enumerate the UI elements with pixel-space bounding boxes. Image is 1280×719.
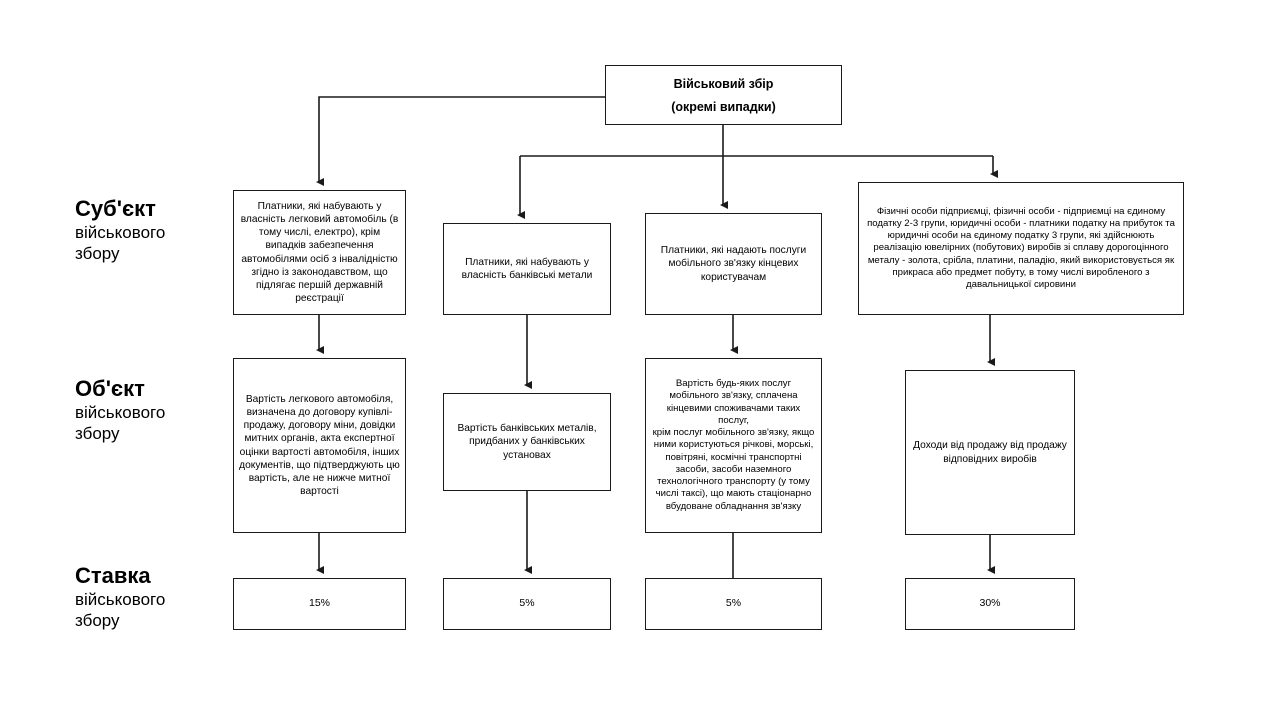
root-node: Військовий збір (окремі випадки) [605,65,842,125]
row-label-subject: Суб'єкт військового збору [75,196,245,264]
row-label-object: Об'єкт військового збору [75,376,245,444]
row-label-rate-heading: Ставка [75,563,151,588]
row-label-object-sub: військового збору [75,402,166,443]
subject-box-2: Платники, які набувають у власність банк… [443,223,611,315]
object-box-3: Вартість будь-яких послуг мобільного зв'… [645,358,822,533]
subject-box-3: Платники, які надають послуги мобільного… [645,213,822,315]
rate-box-1: 15% [233,578,406,630]
rate-box-2: 5% [443,578,611,630]
object-box-2: Вартість банківських металів, придбаних … [443,393,611,491]
row-label-rate-sub: військового збору [75,589,166,630]
root-title-line2: (окремі випадки) [671,99,776,114]
row-label-rate: Ставка військового збору [75,563,245,631]
rate-box-4: 30% [905,578,1075,630]
row-label-object-heading: Об'єкт [75,376,145,401]
object-box-4: Доходи від продажу від продажу відповідн… [905,370,1075,535]
root-title-line1: Військовий збір [673,76,774,91]
row-label-subject-heading: Суб'єкт [75,196,156,221]
rate-box-3: 5% [645,578,822,630]
subject-box-1: Платники, які набувають у власність легк… [233,190,406,315]
row-label-subject-sub: військового збору [75,222,166,263]
object-box-1: Вартість легкового автомобіля, визначена… [233,358,406,533]
subject-box-4: Фізичні особи підприємці, фізичні особи … [858,182,1184,315]
